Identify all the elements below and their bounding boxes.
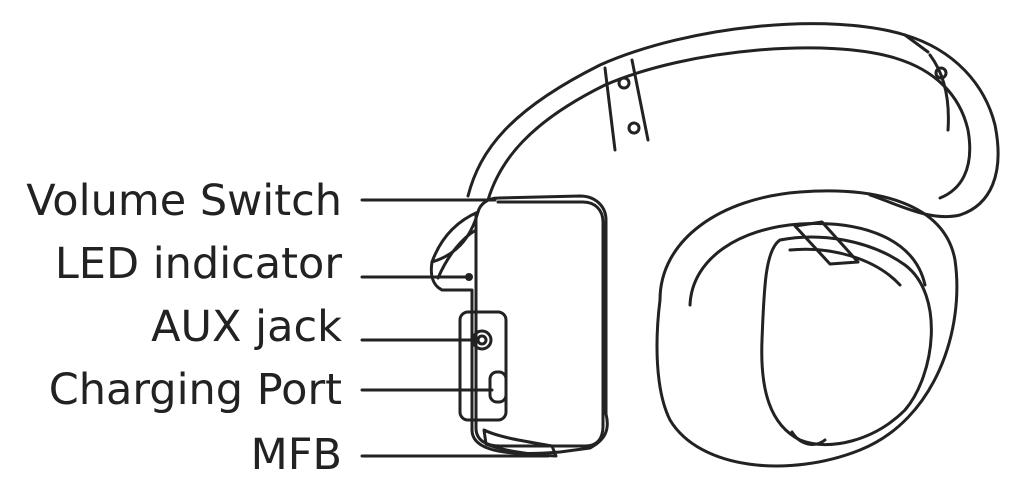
- label-charging-port: Charging Port: [48, 365, 342, 415]
- screw-2: [627, 121, 641, 135]
- headband-joint-left-a: [603, 66, 617, 152]
- headband-seam: [903, 33, 930, 54]
- label-mfb: MFB: [250, 430, 342, 480]
- left-earcup-ridge: [430, 210, 480, 264]
- aux-jack-port-inner: [476, 334, 488, 346]
- right-earcup-cushion: [760, 235, 933, 447]
- screw-1: [617, 76, 631, 90]
- headband-joint-right: [928, 53, 950, 132]
- headband-inner: [486, 46, 972, 202]
- headband-joint-left-b: [630, 58, 650, 142]
- left-earcup-shell: [429, 194, 609, 455]
- right-earcup-outer: [655, 189, 959, 468]
- left-earcup-face: [474, 200, 605, 448]
- screw-3: [934, 66, 948, 80]
- charging-port-slot: [488, 370, 508, 404]
- label-volume-switch: Volume Switch: [26, 176, 342, 226]
- mfb-button: [482, 428, 558, 458]
- right-earcup-cushion-inner: [788, 247, 902, 287]
- right-slider: [793, 220, 860, 266]
- control-panel: [458, 310, 508, 422]
- label-aux-jack: AUX jack: [151, 302, 342, 352]
- label-led-indicator: LED indicator: [54, 239, 342, 289]
- left-earcup-ridge-2: [436, 228, 478, 280]
- led-dot: [465, 273, 473, 281]
- right-slider-foot: [790, 430, 827, 446]
